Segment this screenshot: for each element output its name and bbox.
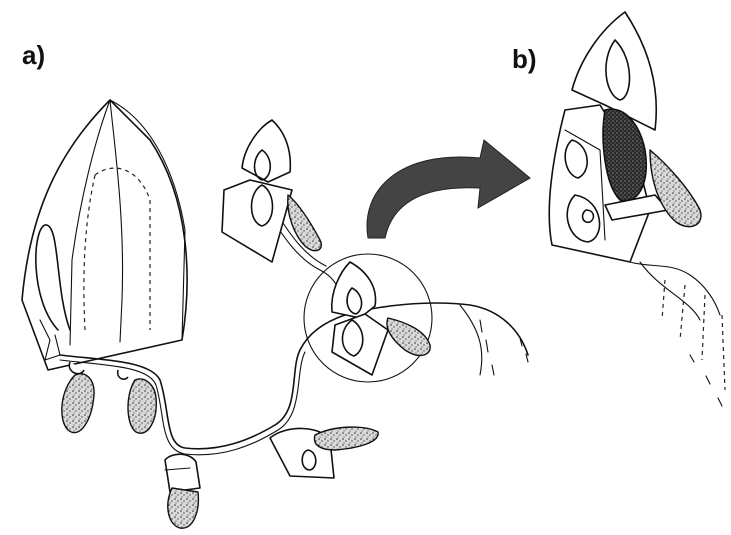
bud-2 [128,379,156,433]
bud-neck-2 [118,370,128,379]
stolon-line-inner [60,352,305,455]
lower-right-zooid [270,427,378,478]
stolon-tail-marks [480,320,528,375]
enlarged-tail-marks [662,280,725,406]
circled-zooid [332,262,430,375]
stolon-tail-right [460,305,482,375]
enlarged-zooid [549,12,720,320]
bottom-zooid [165,454,200,528]
bud-1 [62,374,94,433]
large-zooid [22,100,187,370]
magnify-arrow [367,140,530,238]
upper-zooid [222,120,321,262]
